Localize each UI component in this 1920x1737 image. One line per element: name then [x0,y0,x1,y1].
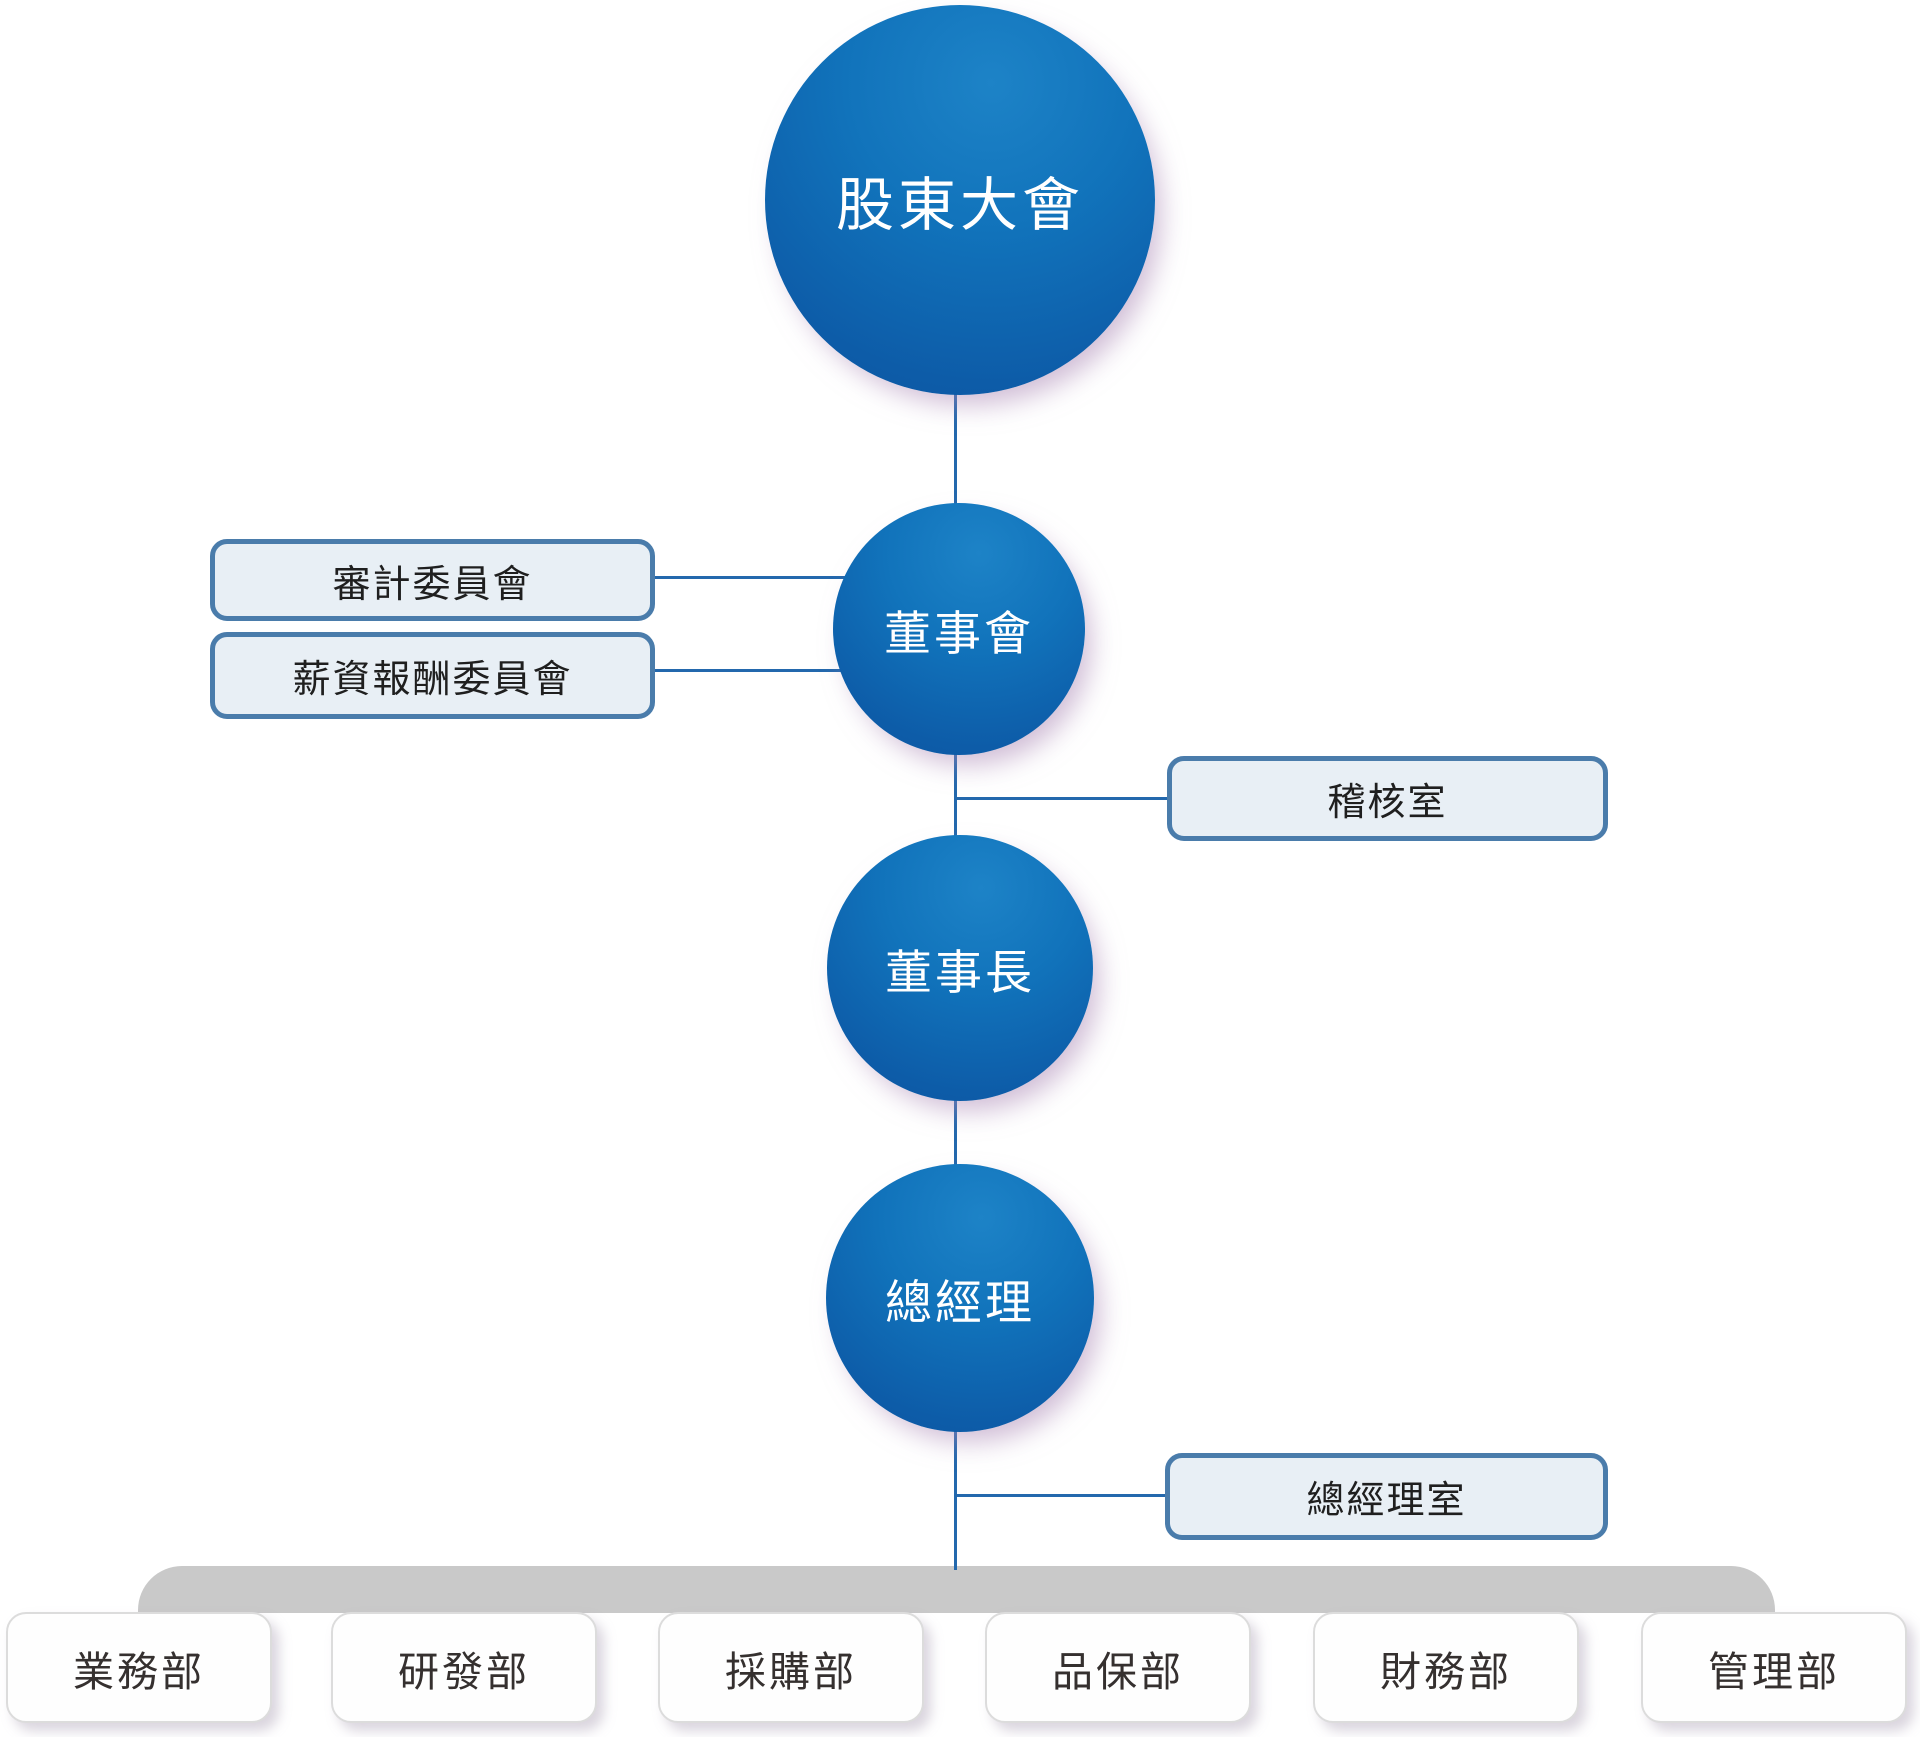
box-audit-office-label: 稽核室 [1327,780,1448,824]
purchasing-dept-stub [790,1566,792,1613]
box-general-manager-office-label: 總經理室 [1306,1478,1467,1522]
node-board-of-directors: 董事會 [833,503,1085,755]
dept-box-rnd-label: 研發部 [398,1647,530,1696]
dept-box-quality-assurance-label: 品保部 [1052,1647,1184,1696]
dept-box-finance: 財務部 [1313,1612,1579,1723]
dept-box-administration-label: 管理部 [1708,1647,1840,1696]
compensation-committee-connector [650,669,852,672]
box-compensation-committee-label: 薪資報酬委員會 [292,657,573,701]
node-board-of-directors-label: 董事會 [884,606,1034,662]
dept-box-purchasing-label: 採購部 [725,1647,857,1696]
node-chairman-label: 董事長 [885,945,1035,1001]
node-shareholders-meeting: 股東大會 [765,5,1155,395]
dept-box-purchasing: 採購部 [658,1612,924,1723]
dept-box-sales-label: 業務部 [73,1647,205,1696]
dept-box-quality-assurance: 品保部 [985,1612,1251,1723]
qa-dept-stub [1117,1566,1119,1613]
box-audit-committee: 審計委員會 [210,539,655,621]
general-manager-office-connector [955,1494,1169,1497]
node-shareholders-meeting-label: 股東大會 [835,171,1084,239]
audit-office-connector [955,797,1171,800]
dept-box-administration: 管理部 [1641,1612,1907,1723]
box-compensation-committee: 薪資報酬委員會 [210,632,655,719]
box-audit-committee-label: 審計委員會 [332,561,533,606]
dept-box-finance-label: 財務部 [1380,1647,1512,1696]
box-audit-office: 稽核室 [1167,756,1608,841]
departments-bracket-connector [138,1566,1775,1613]
dept-box-sales: 業務部 [6,1612,272,1723]
rnd-dept-stub [463,1566,465,1613]
audit-committee-connector [650,576,862,579]
box-general-manager-office: 總經理室 [1165,1453,1608,1540]
node-general-manager: 總經理 [826,1164,1094,1432]
node-chairman: 董事長 [827,835,1093,1101]
finance-dept-stub [1445,1566,1447,1613]
node-general-manager-label: 總經理 [885,1275,1035,1331]
dept-box-rnd: 研發部 [331,1612,597,1723]
